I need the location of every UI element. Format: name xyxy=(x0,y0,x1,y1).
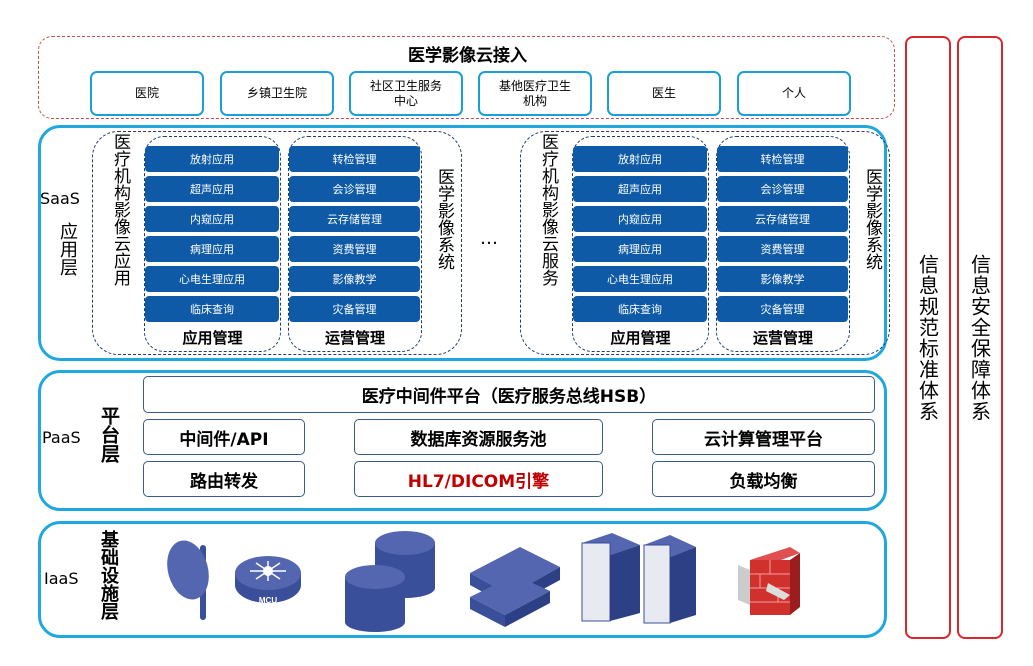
cloud-management: 云计算管理平台 xyxy=(652,419,875,455)
ellipsis: … xyxy=(480,228,498,249)
operation-item[interactable]: 灾备管理 xyxy=(289,296,420,322)
security-system: 信息安全保障体系 xyxy=(957,36,1003,639)
hl7-dicom-engine: HL7/DICOM引擎 xyxy=(354,461,603,497)
operation-item[interactable]: 影像教学 xyxy=(717,266,848,292)
storage-server-icon xyxy=(470,547,560,627)
iaas-tag: IaaS xyxy=(44,569,79,588)
database-icon xyxy=(345,531,435,632)
access-community-center: 社区卫生服务 中心 xyxy=(349,71,463,116)
operation-item[interactable]: 云存储管理 xyxy=(717,206,848,232)
firewall-icon xyxy=(738,547,800,615)
app-item[interactable]: 临床查询 xyxy=(573,296,707,322)
operation-item[interactable]: 影像教学 xyxy=(289,266,420,292)
satellite-dish-icon xyxy=(167,540,209,620)
iaas-name: 基础设施层 xyxy=(98,530,119,620)
load-balancing: 负载均衡 xyxy=(652,461,875,497)
operation-item[interactable]: 会诊管理 xyxy=(717,176,848,202)
app-item[interactable]: 心电生理应用 xyxy=(573,266,707,292)
saas-name: 应用层 xyxy=(57,222,78,276)
operation-item[interactable]: 灾备管理 xyxy=(717,296,848,322)
saas-tag: SaaS xyxy=(40,189,80,208)
group-left-label: 医疗机构影像云应用 xyxy=(110,133,130,286)
group-left-label: 医疗机构影像云服务 xyxy=(538,133,558,286)
infrastructure-icons: MCU xyxy=(167,531,800,632)
standards-system: 信息规范标准体系 xyxy=(905,36,951,639)
app-item[interactable]: 放射应用 xyxy=(145,146,279,172)
standards-label: 信息规范标准体系 xyxy=(915,253,940,422)
operation-item[interactable]: 转检管理 xyxy=(289,146,420,172)
routing: 路由转发 xyxy=(143,461,305,497)
app-management-title: 应用管理 xyxy=(610,329,671,347)
iaas-layer xyxy=(38,521,887,638)
operation-item[interactable]: 云存储管理 xyxy=(289,206,420,232)
operation-item[interactable]: 会诊管理 xyxy=(289,176,420,202)
operations-panel xyxy=(288,136,422,352)
mcu-icon: MCU xyxy=(235,556,301,605)
group-right-label: 医学影像系统 xyxy=(862,168,882,270)
saas-group xyxy=(520,131,890,355)
middleware-api: 中间件/API xyxy=(143,419,305,455)
app-item[interactable]: 超声应用 xyxy=(145,176,279,202)
server-rack-icon xyxy=(581,533,696,624)
access-individual: 个人 xyxy=(737,71,851,116)
paas-name: 平台层 xyxy=(98,406,120,463)
access-doctor: 医生 xyxy=(607,71,721,116)
database-pool: 数据库资源服务池 xyxy=(354,419,603,455)
operation-item[interactable]: 资费管理 xyxy=(717,236,848,262)
app-item[interactable]: 病理应用 xyxy=(573,236,707,262)
app-item[interactable]: 临床查询 xyxy=(145,296,279,322)
access-title: 医学影像云接入 xyxy=(408,46,527,66)
operations-title: 运营管理 xyxy=(324,329,385,347)
operation-item[interactable]: 转检管理 xyxy=(717,146,848,172)
cloud-access-section: 医学影像云接入 医院 乡镇卫生院 社区卫生服务 中心 基他医疗卫生 机构 医生 … xyxy=(38,36,895,119)
paas-tag: PaaS xyxy=(42,428,81,447)
app-item[interactable]: 内窥应用 xyxy=(145,206,279,232)
app-management-panel xyxy=(572,136,709,352)
app-item[interactable]: 病理应用 xyxy=(145,236,279,262)
saas-group xyxy=(92,131,462,355)
access-township-hospital: 乡镇卫生院 xyxy=(220,71,334,116)
operation-item[interactable]: 资费管理 xyxy=(289,236,420,262)
app-item[interactable]: 超声应用 xyxy=(573,176,707,202)
access-hospital: 医院 xyxy=(90,71,204,116)
app-management-title: 应用管理 xyxy=(182,329,243,347)
app-item[interactable]: 放射应用 xyxy=(573,146,707,172)
access-other-institution: 基他医疗卫生 机构 xyxy=(478,71,592,116)
paas-layer xyxy=(38,370,887,511)
svg-text:MCU: MCU xyxy=(259,596,277,605)
app-management-panel xyxy=(144,136,281,352)
security-label: 信息安全保障体系 xyxy=(967,253,992,422)
operations-title: 运营管理 xyxy=(752,329,813,347)
app-item[interactable]: 内窥应用 xyxy=(573,206,707,232)
app-item[interactable]: 心电生理应用 xyxy=(145,266,279,292)
group-right-label: 医学影像系统 xyxy=(434,168,454,270)
operations-panel xyxy=(716,136,850,352)
saas-layer xyxy=(38,125,887,361)
hsb-platform: 医疗中间件平台（医疗服务总线HSB） xyxy=(143,376,875,413)
